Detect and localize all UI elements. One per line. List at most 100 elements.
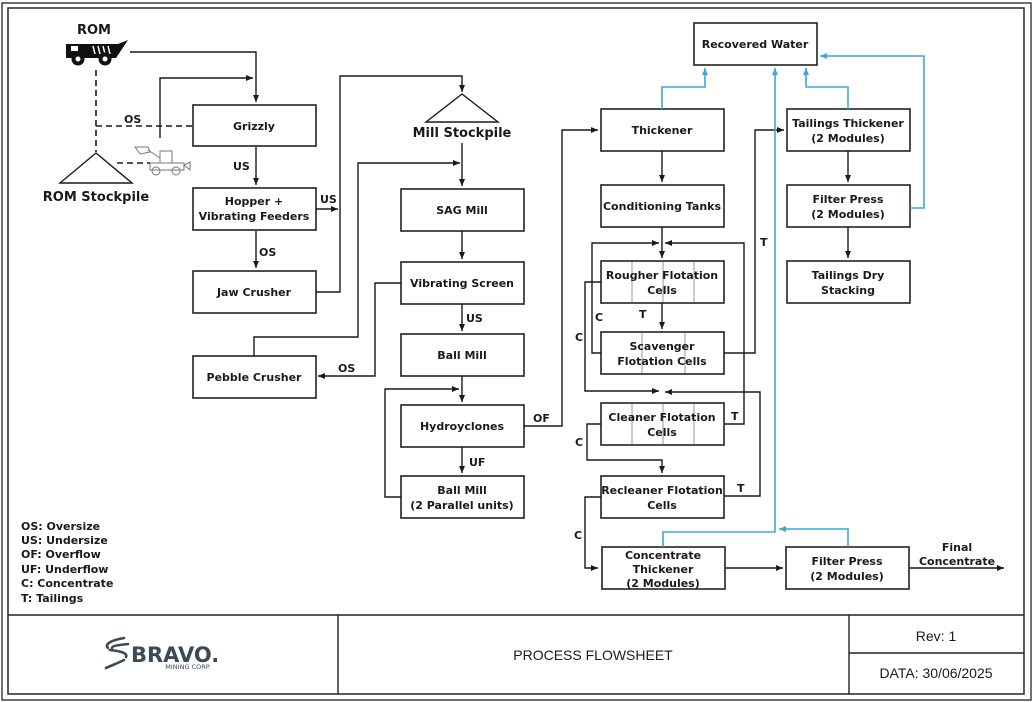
stream-us-grizzly: US [233,160,250,173]
cleaner-c-to-recleaner [586,423,665,473]
svg-text:Flotation Cells: Flotation Cells [617,355,707,368]
svg-text:Recovered Water: Recovered Water [702,38,809,51]
ball-mill-box[interactable]: Ball Mill [400,333,525,377]
filter-press-concentrate-box[interactable]: Filter Press (2 Modules) [785,546,910,590]
svg-text:(2 Parallel units): (2 Parallel units) [410,499,513,512]
stream-t-scavenger: T [760,236,768,249]
scavenger-flotation-box[interactable]: Scavenger Flotation Cells [600,331,725,375]
screen-os-to-pebble [318,282,401,379]
filter-press-tailings-box[interactable]: Filter Press (2 Modules) [786,184,911,228]
svg-text:(2 Modules): (2 Modules) [811,132,885,145]
stream-of: OF [533,412,550,425]
svg-text:SAG Mill: SAG Mill [436,204,488,217]
scavenger-t-to-tailings-thickener [724,127,784,354]
tailings-thickener-box[interactable]: Tailings Thickener (2 Modules) [786,108,911,152]
stream-c-cleaner: C [575,436,583,449]
recleaner-flotation-box[interactable]: Recleaner Flotation Cells [600,475,725,519]
mill-stockpile-label: Mill Stockpile [413,126,512,141]
stream-t-recleaner: T [737,482,745,495]
svg-text:Concentrate: Concentrate [625,549,701,562]
logo-subtitle: MINING CORP. [165,663,210,671]
svg-text:Rougher Flotation: Rougher Flotation [606,269,718,282]
conc-thickener-water-return [662,68,778,547]
rougher-c-to-cleaner [584,281,659,394]
stream-t-cleaner: T [731,410,739,423]
svg-text:Cells: Cells [647,499,677,512]
jaw-crusher-box[interactable]: Jaw Crusher [192,270,317,314]
svg-text:Pebble Crusher: Pebble Crusher [207,371,302,384]
ballmill2-recycle [384,386,459,498]
revision: Rev: 1 [916,628,957,644]
svg-text:(2 Modules): (2 Modules) [811,208,885,221]
swirl-icon [104,636,130,670]
stream-t-rougher: T [639,308,647,321]
rougher-flotation-box[interactable]: Rougher Flotation Cells [600,260,725,304]
conditioning-tanks-box[interactable]: Conditioning Tanks [600,184,725,228]
recovered-water-box[interactable]: Recovered Water [693,22,818,66]
stream-uf: UF [469,456,485,469]
tailings-dry-stacking-box[interactable]: Tailings Dry Stacking [786,260,911,304]
svg-text:Tailings Dry: Tailings Dry [812,269,885,282]
cleaner-flotation-box[interactable]: Cleaner Flotation Cells [600,402,725,446]
stream-c-rougher: C [575,331,583,344]
rom-stockpile-label: ROM Stockpile [43,190,150,205]
legend-item: US: Undersize [21,534,108,547]
svg-text:Hopper +: Hopper + [225,195,283,208]
svg-text:Ball Mill: Ball Mill [437,484,486,497]
pebble-to-sag [253,160,460,356]
svg-text:Filter Press: Filter Press [812,193,884,206]
svg-text:Conditioning Tanks: Conditioning Tanks [603,200,721,213]
hydrocyclones-box[interactable]: Hydroyclones [400,404,525,448]
stream-os-grizzly: OS [124,113,141,126]
thickener-box[interactable]: Thickener [600,108,725,152]
stream-os-screen: OS [338,362,355,375]
loader-icon [134,146,191,176]
svg-text:Tailings Thickener: Tailings Thickener [792,117,904,130]
sag-mill-box[interactable]: SAG Mill [400,188,525,232]
hopper-box[interactable]: Hopper + Vibrating Feeders [192,187,317,231]
svg-text:Grizzly: Grizzly [233,120,275,133]
recleaner-t-to-cleaner [665,389,761,497]
legend-item: OS: Oversize [21,520,100,533]
svg-text:Jaw Crusher: Jaw Crusher [216,286,292,299]
drawing-title: PROCESS FLOWSHEET [513,647,673,663]
legend-item: C: Concentrate [21,577,113,590]
mill-stockpile-icon [423,93,501,123]
cleaner-t-to-rougher [665,240,745,425]
svg-text:Stacking: Stacking [821,284,875,297]
title-block: BRAVO. MINING CORP. PROCESS FLOWSHEET Re… [8,614,1024,694]
conc-filter-water-return [779,526,849,547]
svg-text:(2 Modules): (2 Modules) [810,570,884,583]
svg-text:Thickener: Thickener [633,563,694,576]
pebble-crusher-box[interactable]: Pebble Crusher [192,355,317,399]
svg-text:Recleaner Flotation: Recleaner Flotation [601,484,723,497]
svg-text:Thickener: Thickener [632,124,693,137]
haul-truck-icon: ROM [66,23,128,66]
svg-text:(2 Modules): (2 Modules) [626,577,700,590]
final-concentrate-label-2: Concentrate [919,555,995,568]
company-logo: BRAVO. MINING CORP. [104,636,219,671]
stream-c-recleaner: C [574,529,582,542]
thickener-water-return [661,68,708,109]
inner-frame [7,7,1025,695]
scavenger-c-to-rougher [591,240,659,354]
svg-text:Hydroyclones: Hydroyclones [420,420,505,433]
cyclones-of-to-thickener [524,127,598,427]
svg-text:Cells: Cells [647,284,677,297]
vibrating-screen-box[interactable]: Vibrating Screen [400,261,525,305]
rom-label: ROM [77,23,111,38]
legend-item: T: Tailings [21,592,84,605]
stream-os-hopper: OS [259,246,276,259]
svg-text:Cells: Cells [647,426,677,439]
svg-text:Vibrating Feeders: Vibrating Feeders [199,210,310,223]
grizzly-box[interactable]: Grizzly [192,104,317,147]
concentrate-thickener-box[interactable]: Concentrate Thickener (2 Modules) [601,546,726,590]
stream-c-scavenger: C [595,311,603,324]
rom-to-grizzly [130,51,259,102]
loader-to-grizzly [159,75,253,138]
stream-us-hopper: US [320,193,337,206]
ball-mill-2-box[interactable]: Ball Mill (2 Parallel units) [400,475,525,519]
svg-text:Ball Mill: Ball Mill [437,349,486,362]
